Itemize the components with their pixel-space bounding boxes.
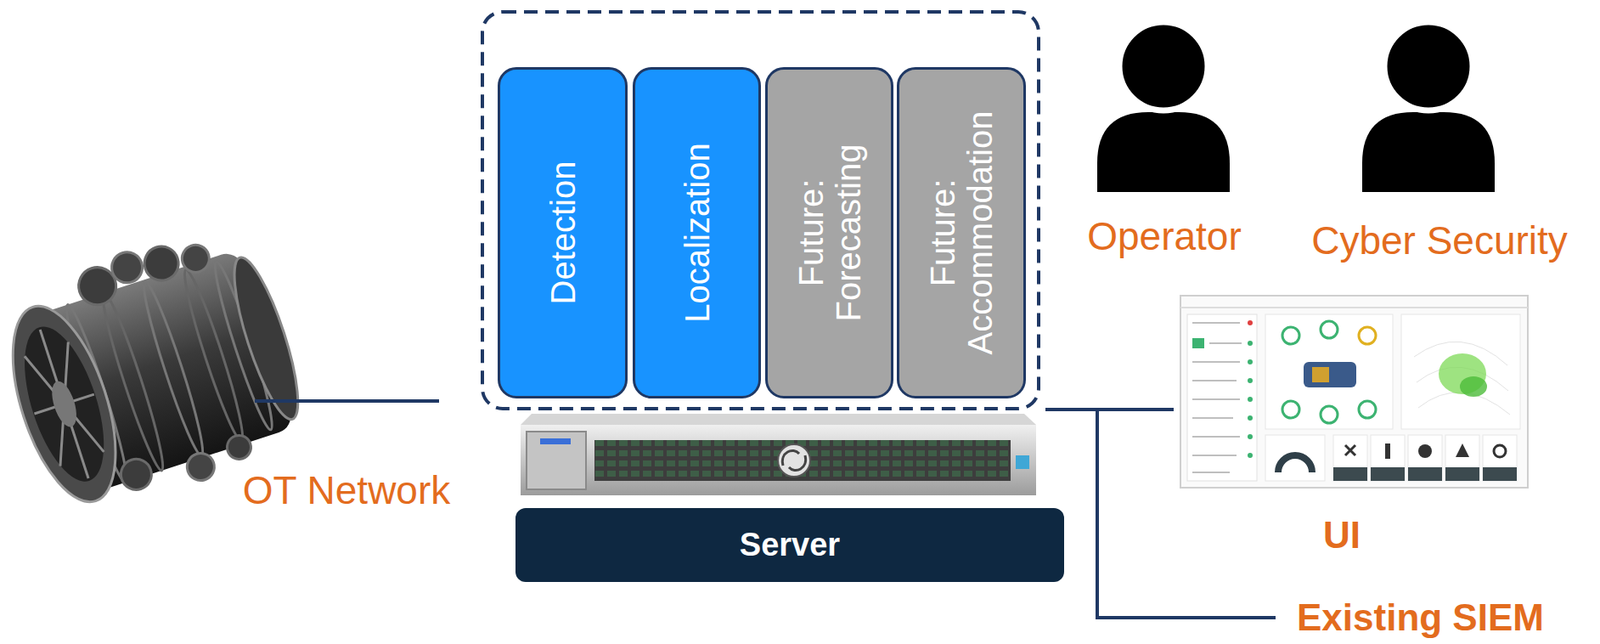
rack-server (520, 413, 1037, 496)
role-label: Operator (1087, 214, 1242, 260)
person-icon (1097, 22, 1230, 192)
node-text: Localization (678, 142, 716, 322)
ui-label: UI (1323, 513, 1361, 558)
role-label: Cyber Security (1311, 218, 1568, 264)
server-bar: Server (515, 507, 1065, 582)
person-icon (1362, 22, 1495, 192)
node-text: Future: Forecasting (792, 144, 868, 322)
text-holder: Future: Forecasting (792, 144, 868, 322)
future-module-column: Future: Forecasting (765, 67, 894, 399)
siem-label: Existing SIEM (1296, 596, 1544, 640)
text-holder: Detection (544, 161, 582, 305)
node-text: Server (739, 527, 840, 564)
dashed-container (482, 11, 1039, 409)
ui-screenshot (1180, 295, 1528, 488)
module-column: Detection (497, 67, 628, 399)
network-label: OT Network (242, 467, 451, 513)
module-column: Localization (632, 67, 761, 399)
node-text: Detection (544, 161, 582, 305)
future-module-column: Future: Accommodation (896, 67, 1026, 399)
text-holder: Future: Accommodation (923, 111, 999, 355)
text-holder: Localization (678, 142, 716, 322)
text-holder: Server (739, 527, 840, 564)
node-text: Future: Accommodation (923, 111, 999, 355)
